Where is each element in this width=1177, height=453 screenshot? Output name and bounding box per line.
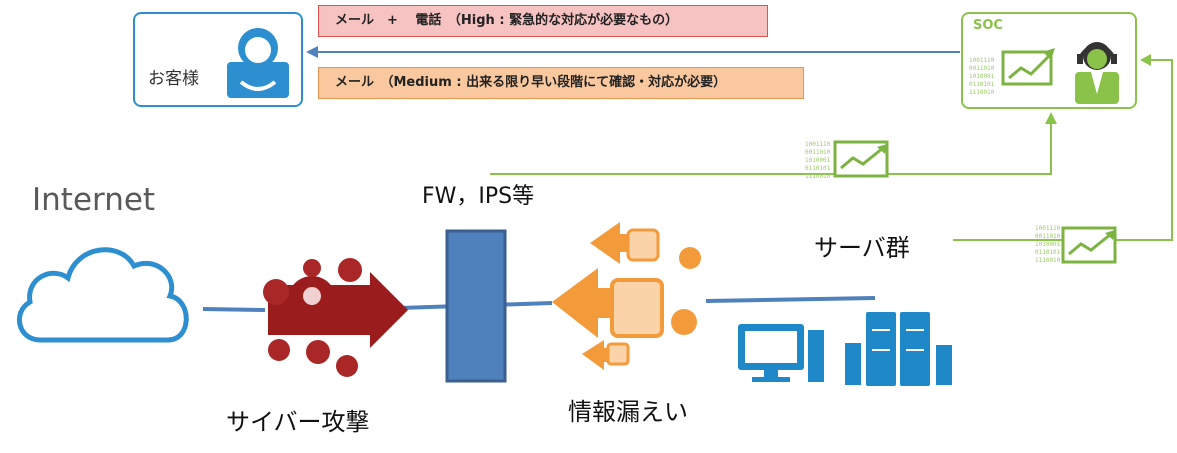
monitor-arrowhead-server xyxy=(1140,54,1151,66)
firewall-block xyxy=(445,229,507,383)
svg-text:0110101: 0110101 xyxy=(969,81,995,88)
data-leak-label: 情報漏えい xyxy=(568,398,688,426)
customer-label: お客様 xyxy=(148,69,199,89)
cloud-icon xyxy=(17,247,189,343)
svg-text:0011010: 0011010 xyxy=(969,65,995,72)
operator-headset-icon xyxy=(1075,42,1119,104)
network-line xyxy=(705,296,876,303)
svg-text:1001110: 1001110 xyxy=(969,57,995,64)
monitor-icon xyxy=(738,324,824,382)
customer-person-icon xyxy=(227,28,289,98)
svg-text:0110101: 0110101 xyxy=(805,165,831,172)
svg-text:1110010: 1110010 xyxy=(1035,257,1061,264)
customer-box: お客様 xyxy=(133,12,303,107)
soc-report-chart-icon: 1001110 0011010 1010001 0110101 1110010 xyxy=(969,48,1055,96)
svg-text:0011010: 0011010 xyxy=(1035,233,1061,240)
soc-label: SOC xyxy=(973,18,1003,33)
notify-arrowhead xyxy=(306,46,318,58)
network-line xyxy=(202,307,266,312)
svg-text:1010001: 1010001 xyxy=(969,73,995,80)
svg-text:1110010: 1110010 xyxy=(805,173,831,180)
svg-text:1110010: 1110010 xyxy=(969,89,995,96)
svg-text:1010001: 1010001 xyxy=(805,157,831,164)
svg-text:1010001: 1010001 xyxy=(1035,241,1061,248)
svg-text:1001110: 1001110 xyxy=(1035,225,1061,232)
attack-arrow-icon xyxy=(263,258,408,377)
svg-text:0110101: 0110101 xyxy=(1035,249,1061,256)
svg-text:0011010: 0011010 xyxy=(805,149,831,156)
cyber-attack-label: サイバー攻撃 xyxy=(226,408,370,436)
alert-message-medium: メール （Medium : 出来る限り早い段階にて確認・対応が必要） xyxy=(318,67,804,99)
internet-label: Internet xyxy=(32,182,156,218)
report-chart-icon: 1001110 0011010 1010001 0110101 1110010 xyxy=(1035,225,1117,264)
data-leak-icon xyxy=(552,222,701,370)
monitor-arrowhead-fw xyxy=(1045,112,1057,124)
server-rack-icon xyxy=(845,312,952,386)
alert-message-high: メール + 電話 （High : 緊急的な対応が必要なもの） xyxy=(318,5,768,37)
report-chart-icon: 1001110 0011010 1010001 0110101 1110010 xyxy=(805,140,889,180)
monitor-line-fw xyxy=(490,122,1052,175)
firewall-label: FW，IPS等 xyxy=(422,184,535,209)
servers-label: サーバ群 xyxy=(814,234,910,262)
soc-box: SOC 1001110 0011010 1010001 0110101 1110… xyxy=(961,12,1137,109)
svg-text:1001110: 1001110 xyxy=(805,141,831,148)
